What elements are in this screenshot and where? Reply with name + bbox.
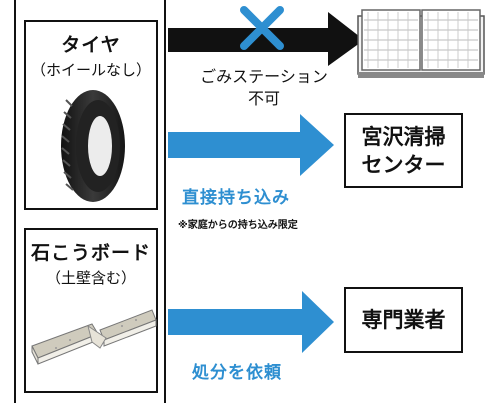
disposal-label: 処分を依頼 (192, 363, 282, 383)
black-arrow (168, 12, 364, 66)
station-line1: ごみステーション (200, 67, 328, 86)
vendor-destination-box: 専門業者 (344, 287, 463, 353)
vendor-label: 専門業者 (361, 308, 446, 332)
tire-title: タイヤ (61, 34, 121, 56)
board-subtitle: （土壁含む） (45, 269, 136, 287)
blue-arrow-to-vendor (168, 291, 334, 353)
station-text: ごみステーション 不可 (184, 66, 344, 110)
station-line2: 不可 (247, 89, 280, 108)
garbage-station-icon (357, 9, 485, 78)
blue-arrow-to-center (168, 114, 334, 176)
direct-note: ※家庭からの持ち込み限定 (178, 220, 298, 231)
tire-icon (61, 90, 125, 202)
board-title: 石こうボード (30, 242, 151, 264)
plasterboard-icon (31, 309, 157, 365)
tire-item-box: タイヤ （ホイールなし） (24, 20, 158, 210)
left-column-frame (14, 0, 166, 403)
board-item-box: 石こうボード （土壁含む） (24, 228, 158, 393)
direct-label: 直接持ち込み (182, 188, 290, 208)
center-line1: 宮沢清掃 (361, 124, 446, 149)
cross-icon (240, 6, 284, 50)
tire-subtitle: （ホイールなし） (30, 61, 151, 79)
center-line2: センター (361, 152, 446, 177)
center-destination-box: 宮沢清掃 センター (344, 113, 463, 188)
